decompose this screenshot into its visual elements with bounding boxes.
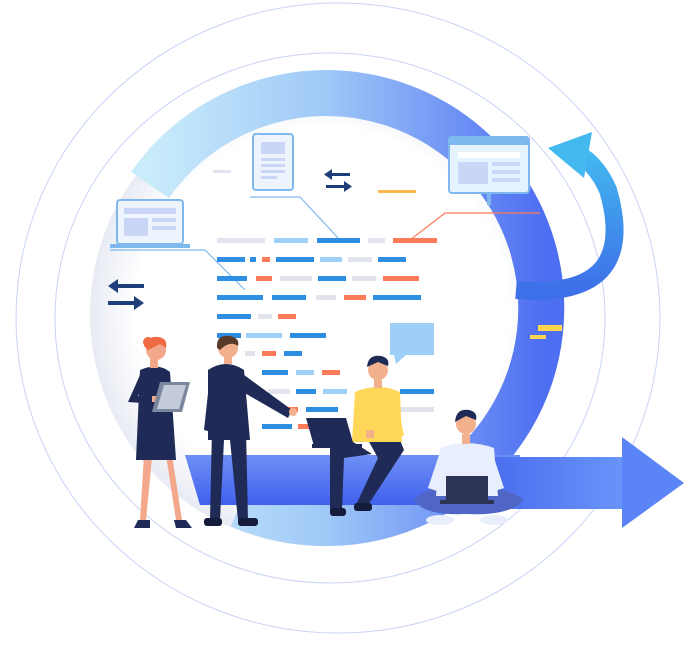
man-cross-legged-with-laptop — [414, 409, 524, 525]
connector-line-orange — [409, 212, 540, 241]
laptop-icon — [110, 199, 190, 248]
swap-arrows-icon — [324, 169, 352, 192]
man-in-suit-pointing — [204, 335, 297, 526]
curved-arrow-icon — [515, 132, 624, 300]
decor-dashes — [213, 170, 562, 339]
document-icon — [252, 133, 294, 191]
lightbulb-icon — [481, 252, 505, 286]
woman-with-tablet — [128, 336, 192, 528]
outer-rings — [15, 2, 661, 634]
tablet-icon — [152, 382, 190, 412]
browser-window-icon — [448, 136, 530, 205]
chat-bubble-icon — [390, 323, 434, 364]
man-with-laptop-sitting — [306, 355, 404, 516]
code-lines — [217, 238, 437, 429]
gradient-ring — [131, 70, 565, 547]
swap-arrows-icon — [108, 279, 144, 310]
